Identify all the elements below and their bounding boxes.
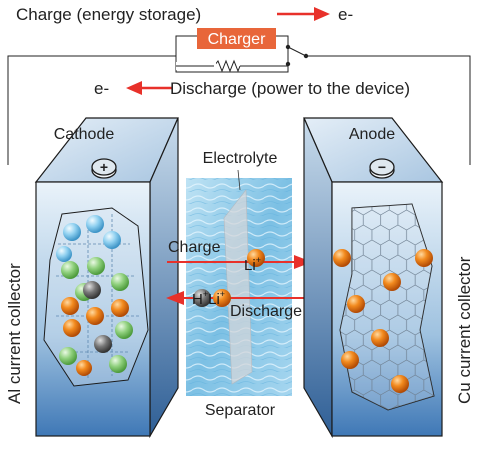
charge-electron-label: e- — [338, 5, 353, 24]
switch-icon — [285, 44, 309, 67]
cathode-terminal-symbol: + — [100, 159, 108, 175]
h-li-ion-label: H+Li+ — [192, 289, 225, 308]
discharge-electron-label: e- — [94, 79, 109, 98]
charge-ion-arrow — [167, 255, 312, 269]
lithium-ion-charging — [247, 249, 265, 267]
al-current-collector-label: Al current collector — [5, 263, 24, 404]
discharge-label: Discharge — [230, 303, 302, 320]
cathode-grey-atoms — [83, 281, 112, 353]
anode-terminal-symbol: − — [378, 159, 386, 175]
anode-block: Anode − — [303, 117, 444, 439]
anode-lithium-atoms — [333, 249, 433, 393]
anode-label: Anode — [349, 126, 395, 143]
cathode-terminal: + — [91, 158, 117, 179]
charge-text: Charge (energy storage) — [16, 5, 201, 24]
resistor-icon — [213, 59, 241, 73]
charge-label: Charge — [168, 239, 221, 256]
lithium-ion-discharging — [213, 289, 231, 307]
hydrogen-atom — [193, 289, 211, 307]
cathode-label: Cathode — [54, 126, 115, 143]
anode-graphite-region — [339, 203, 435, 411]
charger-label: Charger — [208, 31, 266, 48]
charger-box: Charger — [197, 28, 276, 49]
separator — [223, 189, 253, 385]
li-ion-charge-label: Li+ — [244, 255, 261, 274]
separator-label: Separator — [205, 402, 276, 419]
anode-terminal: − — [369, 158, 395, 179]
discharge-arrow-icon — [126, 81, 172, 95]
charge-arrow-icon — [277, 7, 330, 21]
cathode-block: Cathode + — [34, 117, 179, 439]
cathode-blue-atoms — [56, 215, 121, 262]
cathode-lithium-atoms — [61, 297, 129, 376]
electrolyte-label: Electrolyte — [203, 150, 278, 167]
cu-current-collector-label: Cu current collector — [455, 256, 474, 404]
external-circuit — [7, 35, 471, 165]
discharge-text: Discharge (power to the device) — [170, 79, 410, 98]
